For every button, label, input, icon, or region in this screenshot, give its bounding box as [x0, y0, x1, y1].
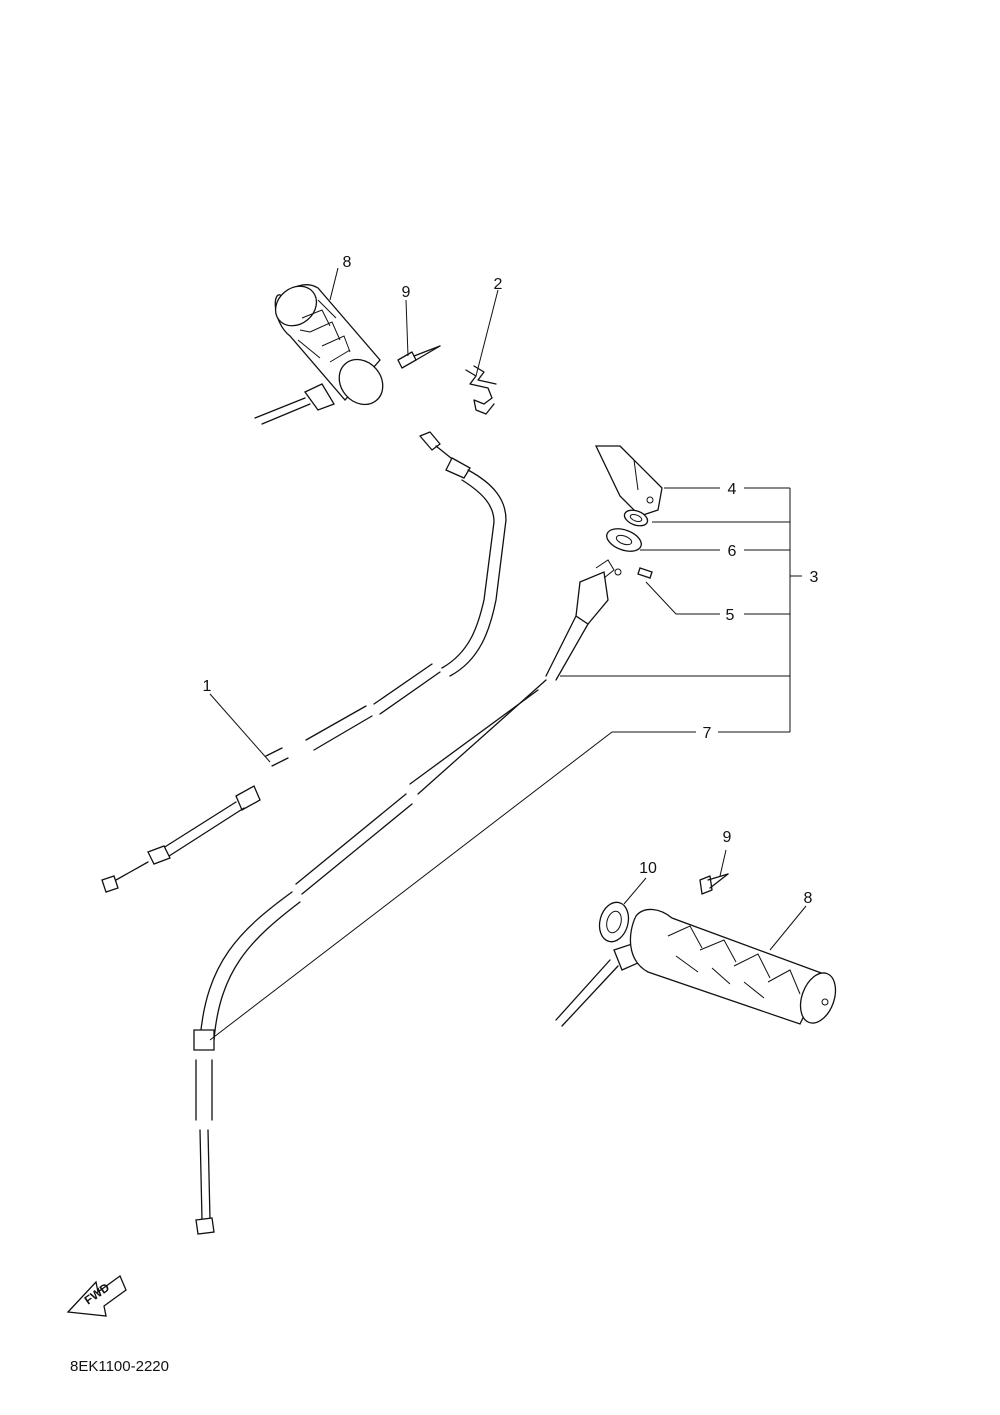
collar-ring: [623, 509, 649, 527]
throttle-housing: [545, 559, 615, 681]
callout-3: 3: [810, 569, 819, 586]
left-pin: [397, 345, 441, 369]
leader-lines: [209, 267, 807, 1041]
callout-9-right: 9: [723, 829, 732, 846]
callout-5: 5: [726, 607, 735, 624]
ring-10: [598, 901, 630, 943]
callout-9-left: 9: [402, 284, 411, 301]
left-grip: [254, 284, 384, 425]
wire-clip: [465, 365, 497, 415]
throttle-lever: [594, 445, 663, 517]
callout-1: 1: [203, 678, 212, 695]
right-grip: [555, 908, 837, 1027]
callout-labels: 8 9 2 4 6 3 5 1 7 9 10 8: [203, 254, 819, 907]
fwd-arrow-icon: FWD: [66, 1274, 127, 1317]
callout-2: 2: [494, 276, 503, 293]
right-pin: [699, 873, 729, 895]
cable-7: [193, 679, 547, 1235]
bushing: [606, 528, 642, 552]
callout-6: 6: [728, 543, 737, 560]
callout-8-right: 8: [804, 890, 813, 907]
callout-8-left: 8: [343, 254, 352, 271]
cable-1: [101, 431, 507, 893]
callout-10: 10: [639, 860, 657, 877]
small-pin: [614, 567, 653, 579]
part-code: 8EK1100-2220: [70, 1358, 169, 1375]
callout-4: 4: [728, 481, 737, 498]
callout-7: 7: [703, 725, 712, 742]
